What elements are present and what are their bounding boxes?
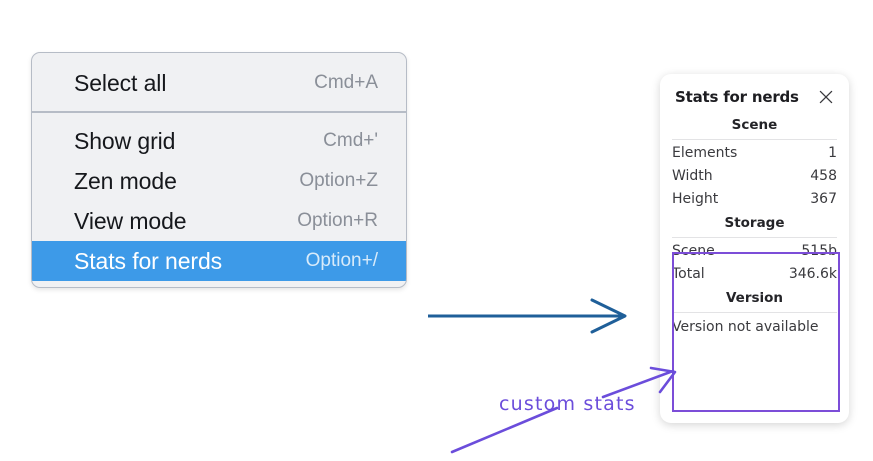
stat-row: Scene 515b	[672, 239, 837, 262]
menu-divider	[32, 111, 406, 113]
context-menu[interactable]: Select all Cmd+A Show grid Cmd+' Zen mod…	[31, 52, 407, 288]
stat-key: Height	[672, 191, 719, 207]
menu-item-label: Select all	[74, 69, 167, 96]
stat-value: 346.6k	[788, 266, 837, 282]
stats-panel-title: Stats for nerds	[675, 88, 799, 106]
version-text: Version not available	[672, 319, 819, 335]
stat-key: Scene	[672, 243, 715, 259]
menu-item-shortcut: Cmd+'	[323, 130, 378, 151]
section-heading-version: Version	[725, 290, 784, 306]
stat-key: Elements	[672, 145, 738, 161]
divider	[672, 312, 837, 313]
menu-item-select-all[interactable]: Select all Cmd+A	[32, 63, 406, 103]
close-icon[interactable]	[818, 89, 834, 105]
stat-row: Width 458	[672, 164, 837, 187]
custom-stats-annotation-label: custom stats	[499, 393, 636, 415]
stat-key: Total	[672, 266, 705, 282]
menu-item-label: Zen mode	[74, 167, 177, 194]
section-heading-storage: Storage	[724, 215, 785, 231]
stat-row: Height 367	[672, 187, 837, 210]
stat-value: 1	[828, 145, 837, 161]
divider	[672, 139, 837, 140]
menu-item-shortcut: Option+Z	[299, 170, 378, 191]
menu-item-label: Stats for nerds	[74, 247, 223, 274]
stats-for-nerds-panel: Stats for nerds Scene Elements 1 Width 4…	[660, 74, 849, 423]
stat-value: 367	[810, 191, 837, 207]
stat-row: Total 346.6k	[672, 262, 837, 285]
stat-row: Elements 1	[672, 141, 837, 164]
menu-item-stats-for-nerds[interactable]: Stats for nerds Option+/	[32, 241, 406, 281]
menu-item-show-grid[interactable]: Show grid Cmd+'	[32, 121, 406, 161]
stat-value: 458	[810, 168, 837, 184]
menu-section-1: Select all Cmd+A	[32, 53, 406, 111]
menu-item-label: Show grid	[74, 127, 176, 154]
blue-arrow	[428, 298, 627, 334]
menu-item-zen-mode[interactable]: Zen mode Option+Z	[32, 161, 406, 201]
stat-key: Width	[672, 168, 713, 184]
menu-section-2: Show grid Cmd+' Zen mode Option+Z View m…	[32, 113, 406, 287]
menu-item-shortcut: Option+/	[305, 250, 378, 271]
stats-panel-header: Stats for nerds	[660, 74, 849, 112]
menu-item-shortcut: Cmd+A	[314, 72, 378, 93]
menu-item-shortcut: Option+R	[297, 210, 378, 231]
divider	[672, 237, 837, 238]
menu-item-label: View mode	[74, 207, 187, 234]
stats-panel-body: Scene Elements 1 Width 458 Height 367 St…	[660, 112, 849, 338]
section-heading-scene: Scene	[731, 117, 778, 133]
menu-item-view-mode[interactable]: View mode Option+R	[32, 201, 406, 241]
stat-value: 515b	[801, 243, 837, 259]
